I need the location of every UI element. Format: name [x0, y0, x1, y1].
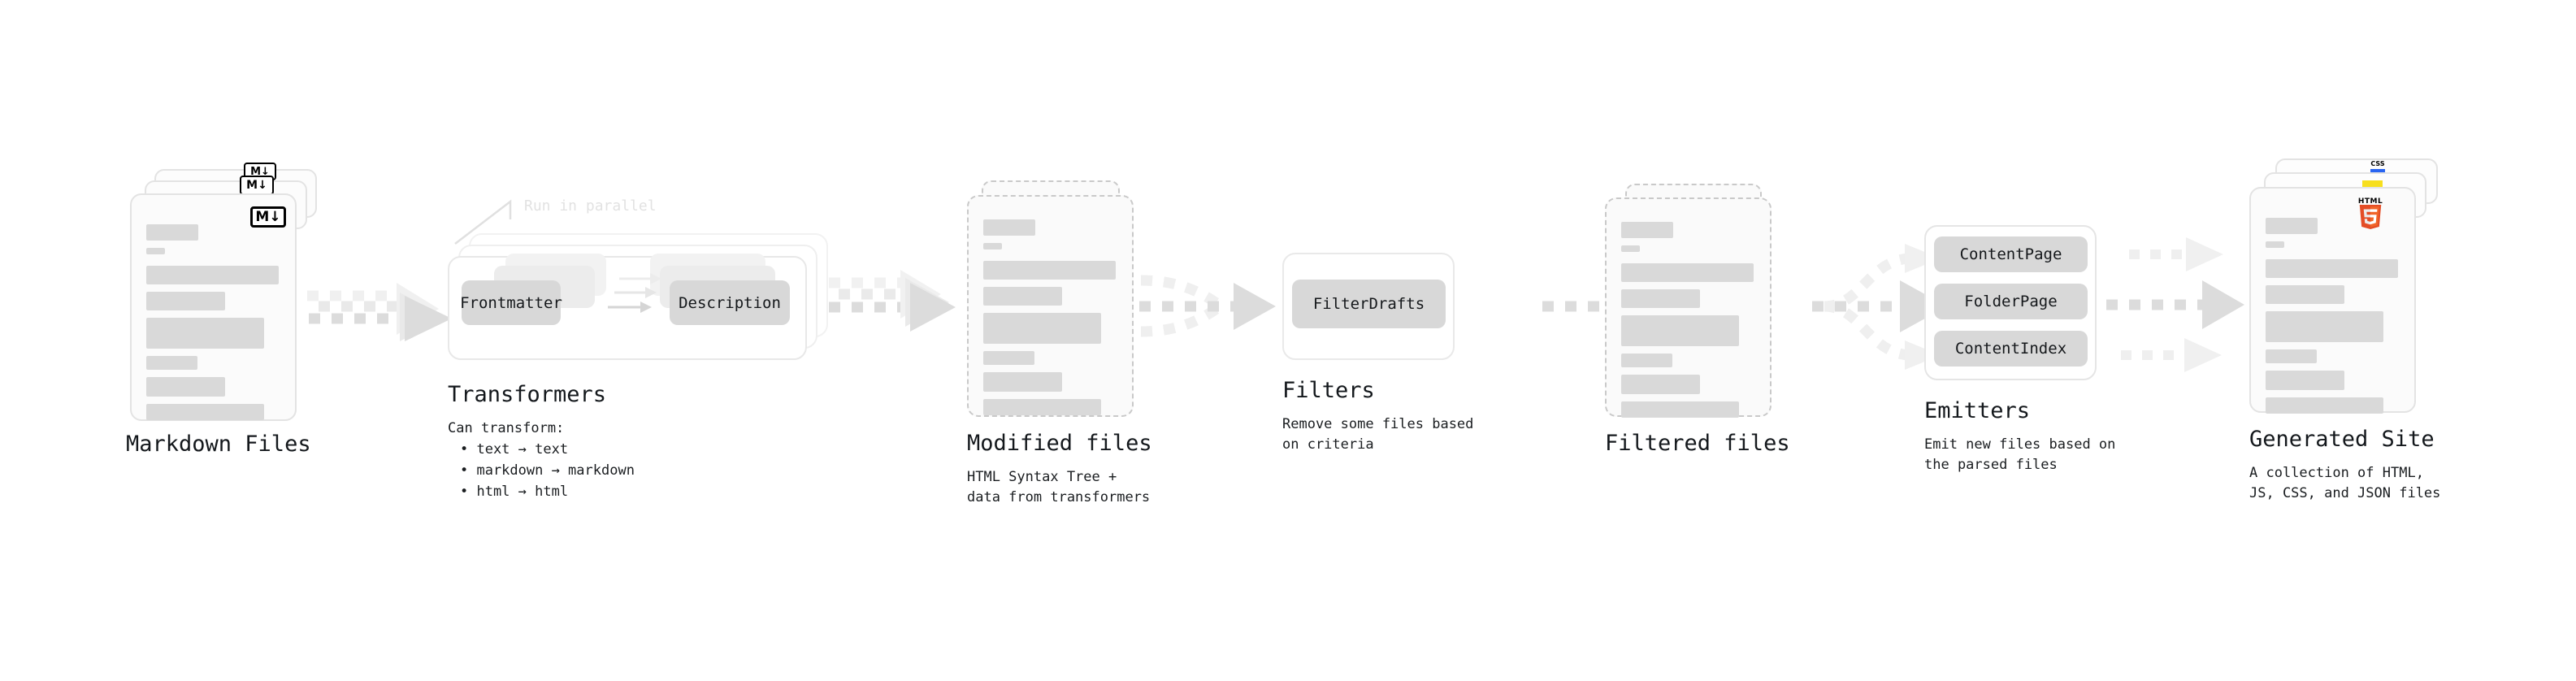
transformer-pill-description[interactable]: Description	[670, 280, 790, 325]
modified-content-bars	[983, 219, 1117, 423]
transformers-bullet-2: • html → html	[460, 484, 569, 500]
markdown-badge-back1: M↓	[240, 176, 274, 195]
transformer-pill-frontmatter[interactable]: Frontmatter	[460, 280, 562, 325]
filter-pill-filterdrafts[interactable]: FilterDrafts	[1292, 280, 1446, 328]
modified-file-front	[967, 195, 1134, 417]
arrow-filtered-to-emitters	[1812, 244, 1947, 370]
stage-title-filters: Filters	[1282, 378, 1375, 403]
html5-caption: HTML	[2357, 197, 2383, 206]
markdown-badge-front: M↓	[250, 206, 286, 228]
transformers-bullet-0: • text → text	[460, 441, 569, 458]
filtered-file-front	[1605, 197, 1772, 418]
transformers-bullet-1: • markdown → markdown	[460, 462, 635, 479]
stage-title-transformers: Transformers	[448, 382, 607, 407]
filters-subtitle: Remove some files based on criteria	[1282, 416, 1474, 453]
stage-title-modified-files: Modified files	[967, 431, 1152, 456]
css-badge: CSS	[2370, 160, 2385, 172]
emitter-pill-folderpage[interactable]: FolderPage	[1934, 284, 2088, 319]
stage-title-generated-site: Generated Site	[2249, 427, 2435, 452]
markdown-content-bars	[146, 224, 280, 427]
modified-files-subtitle: HTML Syntax Tree + data from transformer…	[967, 469, 1151, 505]
markdown-file-front: M↓	[130, 193, 297, 421]
emitters-subtitle: Emit new files based on the parsed files	[1924, 436, 2116, 473]
stage-title-emitters: Emitters	[1924, 398, 2031, 423]
arrow-markdown-to-transformers	[307, 283, 452, 341]
arrow-emitters-to-site	[2106, 237, 2244, 372]
emitter-pill-contentindex[interactable]: ContentIndex	[1934, 331, 2088, 367]
generated-site-subtitle: A collection of HTML, JS, CSS, and JSON …	[2249, 465, 2441, 501]
site-file-front: HTML	[2249, 187, 2416, 414]
filtered-content-bars	[1621, 222, 1755, 425]
arrow-modified-to-filters	[1139, 275, 1276, 337]
run-in-parallel-bracket	[454, 199, 512, 245]
stage-title-markdown-files: Markdown Files	[126, 432, 311, 457]
run-in-parallel-label: Run in parallel	[524, 197, 657, 215]
css-badge-label: CSS	[2370, 160, 2385, 167]
arrow-transformers-to-modified	[829, 270, 956, 332]
html5-icon: HTML	[2357, 197, 2383, 229]
stage-title-filtered-files: Filtered files	[1605, 431, 1790, 456]
transformers-subtitle: Can transform:	[448, 420, 565, 436]
emitter-pill-contentpage[interactable]: ContentPage	[1934, 236, 2088, 272]
site-content-bars	[2266, 218, 2400, 421]
